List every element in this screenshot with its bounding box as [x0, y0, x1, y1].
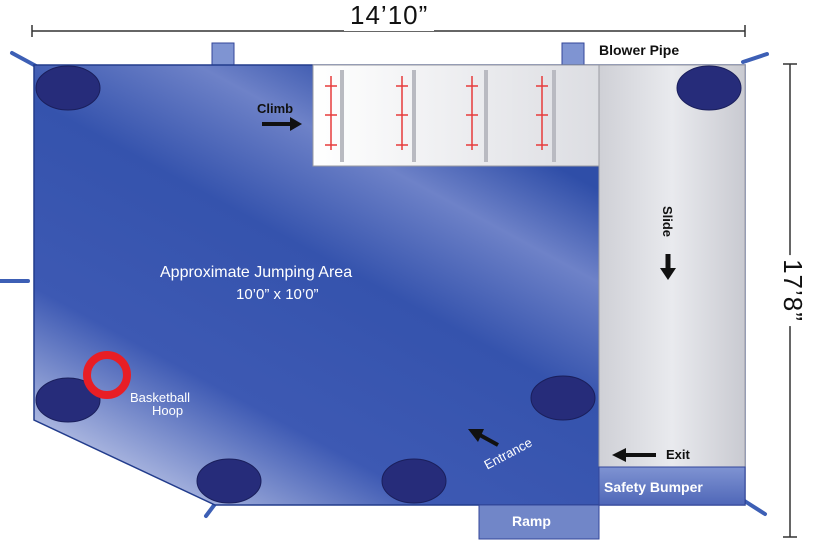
basketball-hoop-label-line2: Hoop	[152, 403, 184, 418]
climb-ladders	[325, 70, 556, 162]
blower-pipe-label: Blower Pipe	[599, 42, 680, 58]
corner-pillars	[35, 65, 742, 504]
climb-wall	[312, 64, 600, 167]
jump-area-size: 10’0” x 10’0”	[236, 286, 319, 303]
pillar-top-left	[35, 65, 101, 111]
slide-arrow-icon	[660, 254, 676, 280]
pillar-mid-right	[530, 375, 596, 421]
pillar-bottom-left	[196, 458, 262, 504]
basketball-hoop-icon	[83, 351, 131, 399]
safety-bumper-label: Safety Bumper	[604, 479, 703, 495]
pillar-bottom-center	[381, 458, 447, 504]
slide-label: Slide	[660, 205, 676, 238]
safety-bumper	[598, 466, 746, 506]
ramp-label: Ramp	[512, 513, 551, 529]
exit-arrow-icon	[612, 448, 656, 462]
climb-arrow-icon	[262, 117, 302, 131]
pillar-top-right	[676, 65, 742, 111]
entrance-arrow-icon	[468, 429, 499, 447]
width-dimension-label: 14’10”	[344, 0, 435, 31]
pillar-left	[35, 377, 101, 423]
ramp	[478, 504, 600, 540]
width-dimension-line	[31, 25, 746, 37]
blower-pipe-right	[561, 42, 585, 66]
exit-label: Exit	[666, 447, 690, 462]
length-dimension-label: 17’8”	[776, 255, 808, 326]
slide-lane	[598, 64, 746, 468]
basketball-hoop-label-line1: Basketball	[130, 390, 190, 405]
climb-label: Climb	[257, 101, 294, 116]
jump-area-title: Approximate Jumping Area	[160, 264, 353, 281]
blower-pipe-left	[211, 42, 235, 66]
